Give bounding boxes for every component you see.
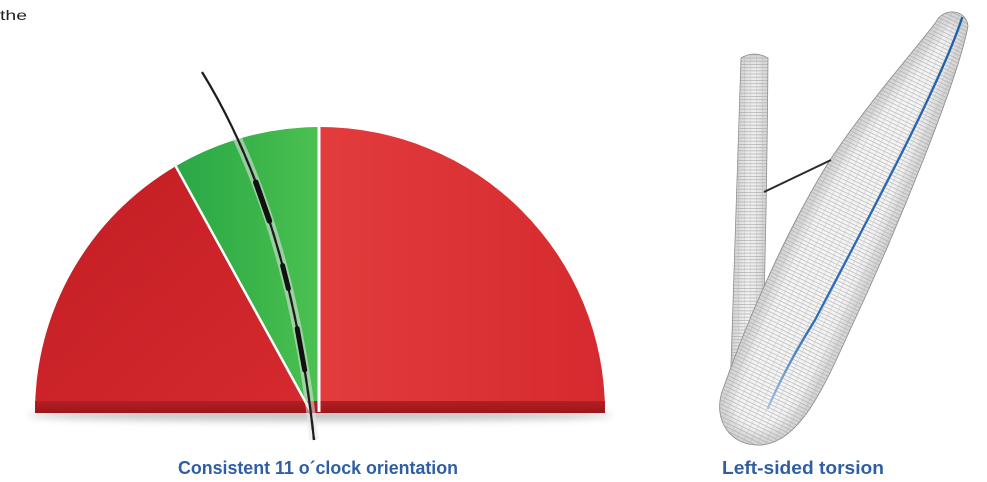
needle-marker [294, 326, 308, 373]
orientation-figure: Consistent 11 o´clock orientation [28, 70, 612, 478]
right-red-sector [320, 127, 605, 412]
fragment-text: the [0, 7, 27, 23]
sector-divider-left [174, 165, 313, 413]
tube-connector [763, 159, 832, 193]
torsion-caption: Left-sided torsion [722, 458, 884, 478]
green-target-sector [175, 127, 318, 412]
needle-marker [253, 179, 273, 224]
tube-center-line [766, 16, 964, 410]
orientation-caption: Consistent 11 o´clock orientation [178, 458, 458, 478]
torsion-figure: Left-sided torsion [719, 11, 969, 478]
needle-marker [280, 263, 291, 292]
left-red-sector [34, 166, 311, 412]
